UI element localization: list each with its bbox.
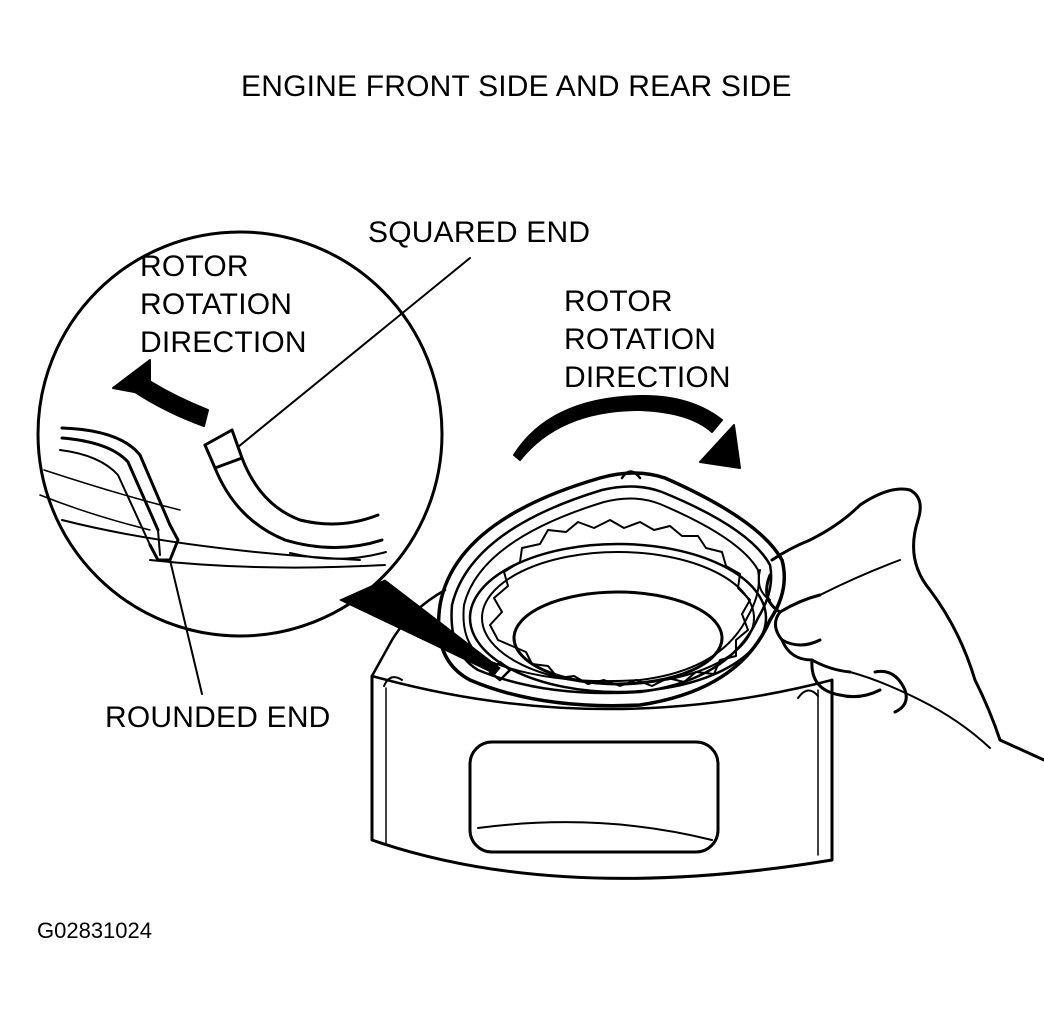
rotor-rotation-left-line-2: ROTATION [140, 288, 293, 321]
housing-window [468, 740, 720, 854]
rounded-end-leader [169, 559, 203, 695]
rotor-rotation-label-right: ROTOR ROTATION DIRECTION [564, 283, 731, 397]
leader-lines [169, 257, 471, 695]
diagram-title: ENGINE FRONT SIDE AND REAR SIDE [241, 70, 792, 103]
figure-id: G02831024 [37, 918, 152, 943]
rotation-arrow-left [112, 359, 209, 427]
rotor-rotation-left-line-1: ROTOR [140, 250, 249, 283]
magnifier-circle [36, 230, 444, 638]
rotor-housing [370, 588, 834, 880]
rotor-rotation-right-line-1: ROTOR [564, 285, 673, 318]
rounded-end-label: ROUNDED END [105, 701, 331, 734]
rotor-rotation-right-line-3: DIRECTION [564, 361, 731, 394]
callout-wedge [339, 579, 501, 675]
rotor [436, 470, 786, 708]
squared-end-leader [237, 257, 471, 448]
squared-end-label: SQUARED END [368, 216, 591, 249]
rotation-arrow-right [513, 394, 741, 469]
rotor-rotation-left-line-3: DIRECTION [140, 326, 307, 359]
hand [757, 487, 1044, 762]
rotor-rotation-label-left: ROTOR ROTATION DIRECTION [140, 248, 307, 362]
rotor-rotation-right-line-2: ROTATION [564, 323, 717, 356]
